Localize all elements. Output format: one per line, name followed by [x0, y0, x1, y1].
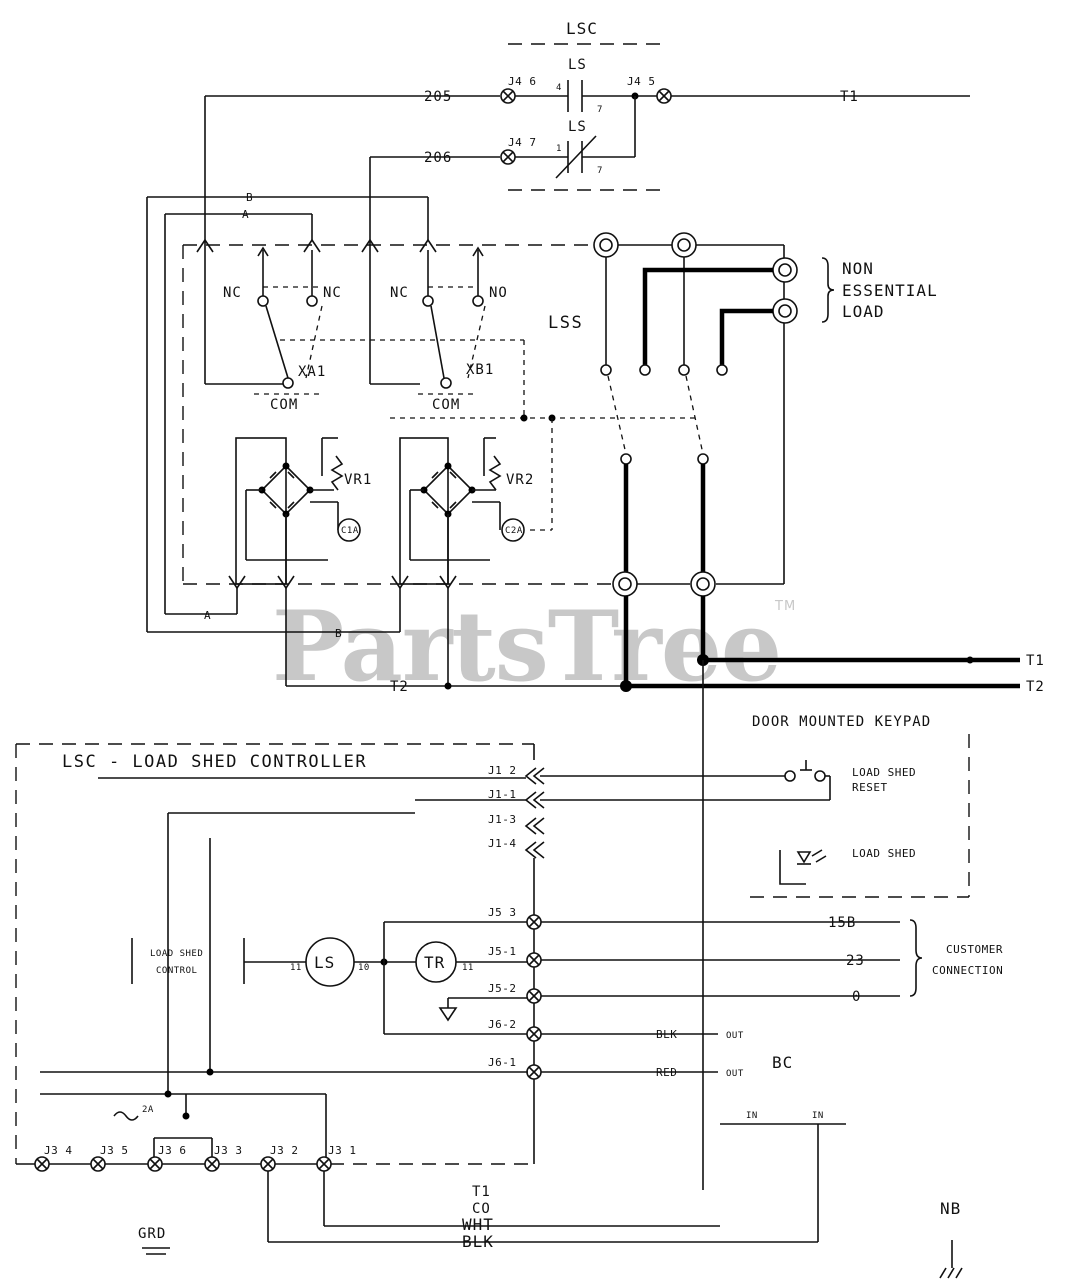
lss-section: B A NC NC NC — [146, 191, 1045, 1190]
t2-wire-label: T2 — [390, 679, 409, 695]
j3-1-label: J3 1 — [328, 1144, 357, 1157]
j5-2-label: J5-2 — [488, 982, 517, 995]
wire-205-label: 205 — [424, 89, 452, 105]
wire-206-label: 206 — [424, 150, 452, 166]
tr-label: TR — [424, 953, 445, 972]
j4-5-label: J4 5 — [627, 75, 656, 88]
wire-15b-label: 15B — [828, 915, 856, 931]
pin-7b-label: 7 — [597, 166, 603, 176]
non-essential-line-3: LOAD — [842, 302, 885, 321]
nc-label-1: NC — [223, 285, 242, 301]
nc-label-3: NC — [390, 285, 409, 301]
customer-connection-line-2: CONNECTION — [932, 964, 1003, 977]
j3-3-label: J3 3 — [214, 1144, 243, 1157]
watermark-trademark: TM — [774, 599, 796, 614]
non-essential-line-1: NON — [842, 259, 874, 278]
com-label-2: COM — [432, 397, 460, 413]
vr2-label: VR2 — [506, 472, 534, 488]
bus-a-label: A — [242, 208, 249, 221]
fuse-2a-label: 2A — [142, 1105, 154, 1115]
load-shed-reset-line-2: RESET — [852, 781, 888, 794]
pin-4-label: 4 — [556, 83, 562, 93]
red-wire-label: RED — [656, 1066, 677, 1079]
pin-7a-label: 7 — [597, 105, 603, 115]
in-label-1: IN — [746, 1111, 758, 1121]
c2a-label: C2A — [505, 526, 523, 536]
capacitor-c2a — [501, 518, 525, 542]
non-essential-line-2: ESSENTIAL — [842, 281, 938, 300]
ls-nc-contact-label: LS — [568, 119, 587, 135]
pin-11b-label: 11 — [462, 963, 474, 973]
wire-0-label: 0 — [852, 989, 861, 1005]
j6-1-label: J6-1 — [488, 1056, 517, 1069]
xa1-label: XA1 — [298, 364, 326, 380]
t1-bottom-label: T1 — [472, 1184, 491, 1200]
door-keypad-label: DOOR MOUNTED KEYPAD — [752, 714, 931, 730]
in-label-2: IN — [812, 1111, 824, 1121]
blk-wire-label: BLK — [656, 1028, 677, 1041]
nb-label: NB — [940, 1199, 961, 1218]
load-shed-control-line-1: LOAD SHED — [150, 949, 203, 959]
j4-6-label: J4 6 — [508, 75, 537, 88]
co-label: CO — [472, 1201, 491, 1217]
j5-j6-terminals — [526, 914, 542, 1080]
j5-3-label: J5 3 — [488, 906, 517, 919]
c1a-label: C1A — [341, 526, 359, 536]
door-keypad-section: DOOR MOUNTED KEYPAD LOAD SHED RESET LOAD… — [540, 714, 970, 898]
customer-connection-line-1: CUSTOMER — [946, 943, 1003, 956]
j1-2-label: J1 2 — [488, 764, 517, 777]
xb1-label: XB1 — [466, 362, 494, 378]
grd-label: GRD — [138, 1226, 166, 1242]
pin-11a-label: 11 — [290, 963, 302, 973]
j6-2-label: J6-2 — [488, 1018, 517, 1031]
j1-1-label: J1-1 — [488, 788, 517, 801]
j3-5-label: J3 5 — [100, 1144, 129, 1157]
load-shed-reset-line-1: LOAD SHED — [852, 766, 916, 779]
j3-6-label: J3 6 — [158, 1144, 187, 1157]
a-low-label: A — [204, 609, 211, 622]
blk-wire-bottom-label: BLK — [462, 1232, 494, 1251]
j1-3-label: J1-3 — [488, 813, 517, 826]
pin-1-label: 1 — [556, 144, 562, 154]
b-low-label: B — [335, 627, 342, 640]
capacitor-c1a — [337, 518, 361, 542]
nc-label-2: NC — [323, 285, 342, 301]
no-label-1: NO — [489, 285, 508, 301]
ls-no-contact-label: LS — [568, 57, 587, 73]
j3-4-label: J3 4 — [44, 1144, 73, 1157]
j1-4-label: J1-4 — [488, 837, 517, 850]
lss-label: LSS — [548, 313, 583, 333]
t1-right-label: T1 — [1026, 653, 1045, 669]
com-label-1: COM — [270, 397, 298, 413]
j3-2-label: J3 2 — [270, 1144, 299, 1157]
bus-b-label: B — [246, 191, 253, 204]
out-label-2: OUT — [726, 1069, 744, 1079]
j4-7-label: J4 7 — [508, 136, 537, 149]
lsc-title: LSC - LOAD SHED CONTROLLER — [62, 752, 367, 772]
lsc-top-label: LSC — [566, 19, 598, 38]
vr1-label: VR1 — [344, 472, 372, 488]
ls-coil-label: LS — [314, 953, 335, 972]
wire-23-label: 23 — [846, 953, 865, 969]
t1-top-label: T1 — [840, 89, 859, 105]
wht-wire-label: WHT — [462, 1215, 494, 1234]
load-shed-led-label: LOAD SHED — [852, 847, 916, 860]
bc-label: BC — [772, 1053, 793, 1072]
load-shed-control-line-2: CONTROL — [156, 966, 197, 976]
lsc-controller-section: LSC - LOAD SHED CONTROLLER J1 2 J1-1 J1-… — [15, 743, 1003, 1279]
t2-right-label: T2 — [1026, 679, 1045, 695]
out-label-1: OUT — [726, 1031, 744, 1041]
j5-1-label: J5-1 — [488, 945, 517, 958]
lsc-contacts-section: LSC 205 J4 6 4 7 LS J4 5 T1 206 J4 7 1 — [204, 19, 970, 240]
pin-10-label: 10 — [358, 963, 370, 973]
